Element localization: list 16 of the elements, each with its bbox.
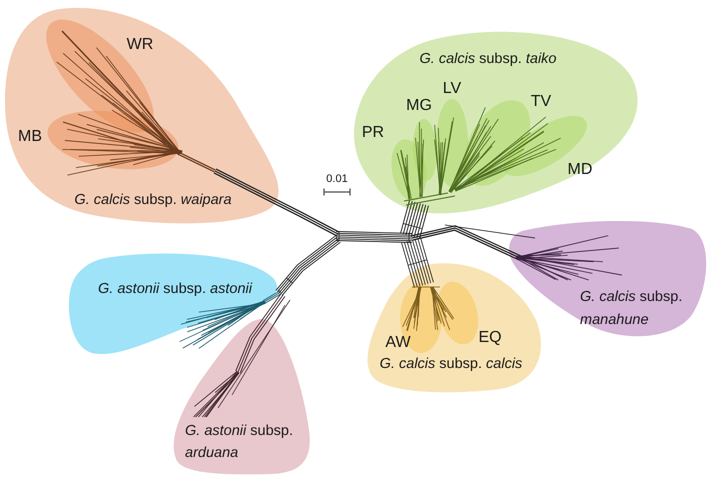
population-label: EQ bbox=[477, 329, 503, 348]
population-label: LV bbox=[442, 80, 462, 98]
taxon-label: G. calcis subsp. calcis bbox=[378, 356, 524, 373]
population-label: TV bbox=[530, 93, 552, 112]
taxon-label: G. astonii subsp. arduana bbox=[185, 422, 294, 463]
taxon-label: G. astonii subsp. astonii bbox=[97, 281, 254, 298]
population-label: MD bbox=[566, 161, 594, 180]
population-label: MG bbox=[405, 97, 433, 116]
taxon-label: G. calcis subsp. manahune bbox=[580, 288, 684, 330]
population-label: PR bbox=[360, 124, 386, 142]
population-label: MB bbox=[17, 128, 43, 146]
taxon-label: G. calcis subsp. waipara bbox=[73, 192, 233, 209]
scale-label: 0.01 bbox=[325, 173, 349, 186]
taxon-label: G. calcis subsp. taiko bbox=[418, 51, 558, 68]
population-label: WR bbox=[126, 36, 154, 54]
population-label: AW bbox=[384, 334, 412, 352]
